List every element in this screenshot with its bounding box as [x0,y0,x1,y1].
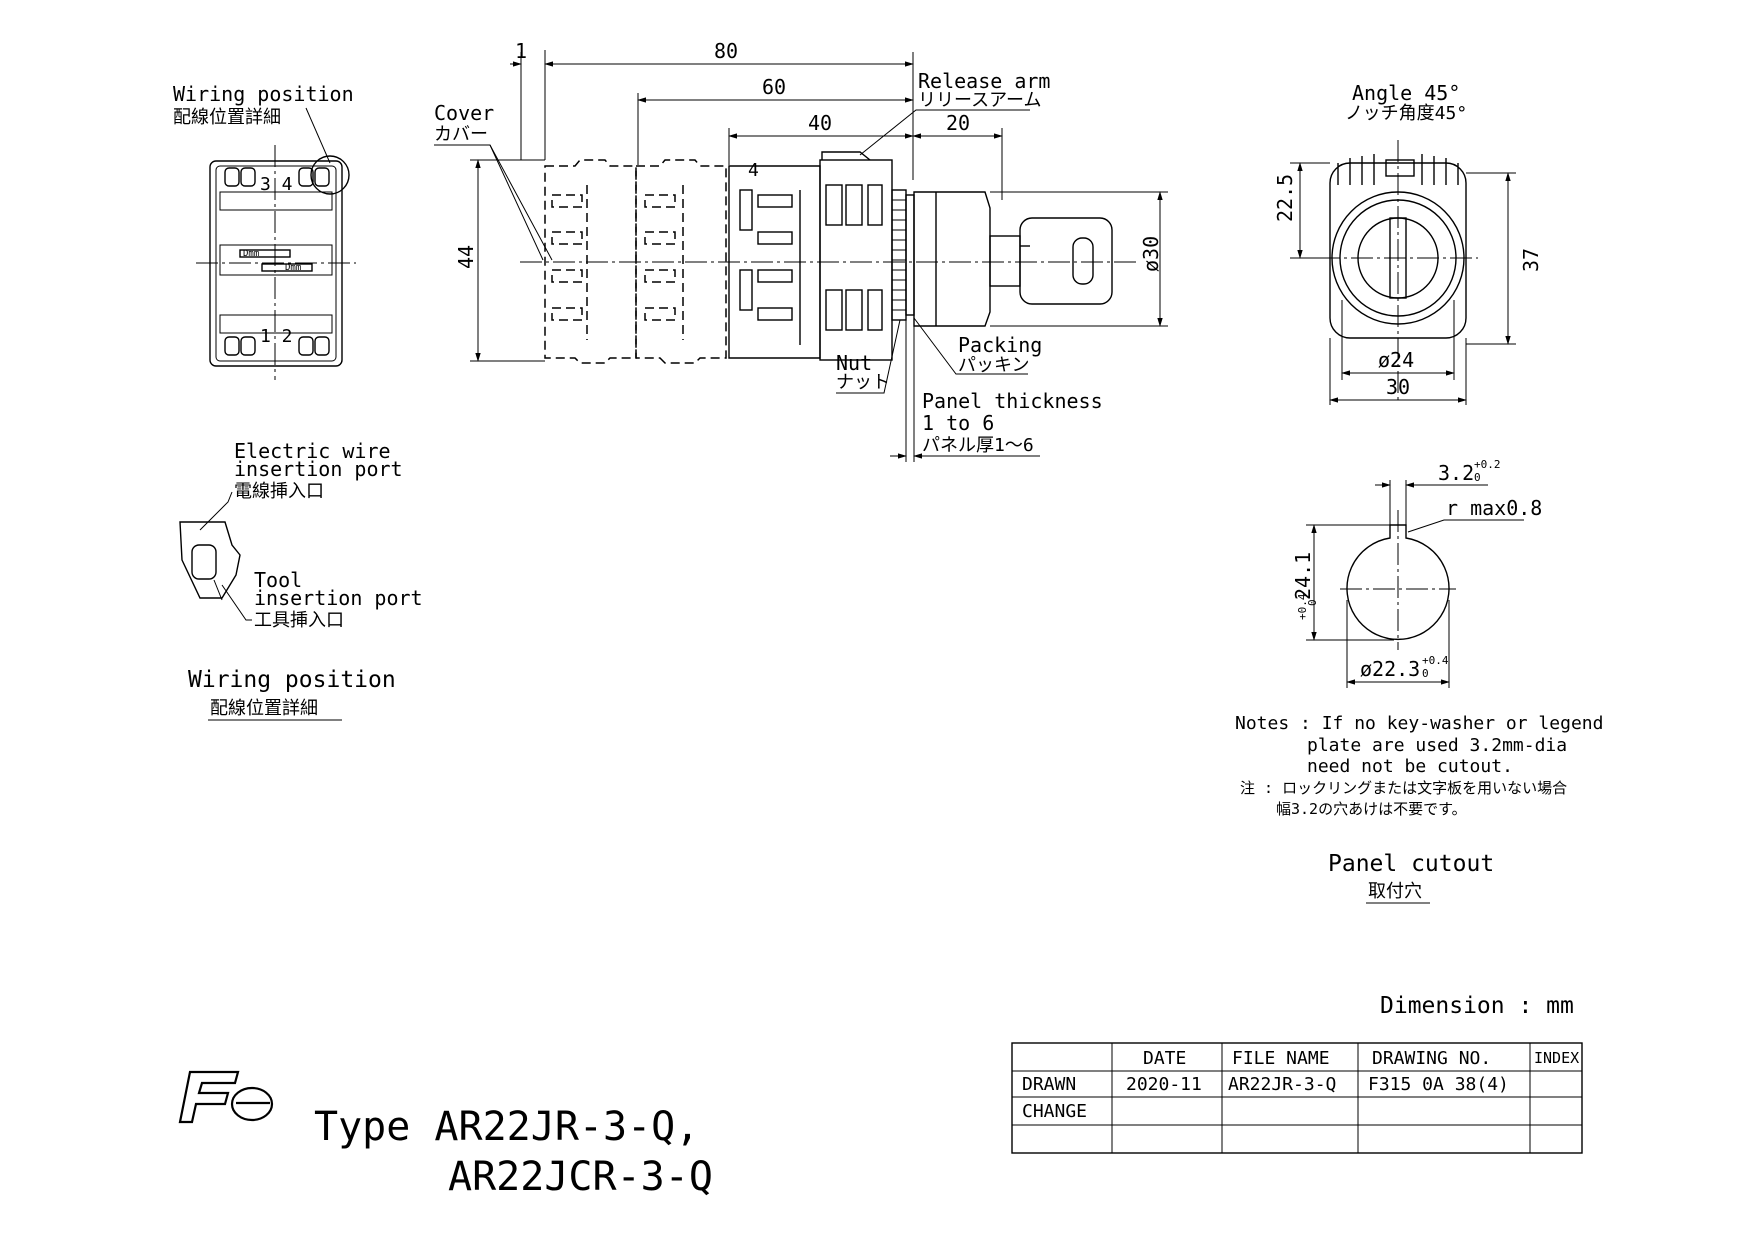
dim-24-dia: ø24 [1378,348,1414,372]
angle-label: Angle 45° [1352,81,1460,105]
release-arm-label-ja: リリースアーム [918,90,1041,111]
cutout-dim-3-2-tol-up: +0.2 [1474,458,1501,471]
dim-20: 20 [946,111,970,135]
wiring-caption: Wiring position [188,667,396,693]
dim-60: 60 [762,75,786,99]
wire-port-line2: insertion port [234,457,403,481]
cutout-dim-24-1: 24.1 [1291,552,1315,600]
terminal-label-top: 3 4 [260,174,293,195]
nut-label-ja: ナット [836,372,890,393]
cutout-dim-22-3-tol-up: +0.4 [1422,654,1449,667]
note-line-1: Notes : If no key-washer or legend [1235,713,1603,734]
tool-port-line1: Tool [254,568,302,592]
dimension-unit: Dimension : mm [1380,993,1574,1019]
panel-thickness-line2: 1 to 6 [922,411,994,435]
note-line-2: plate are used 3.2mm-dia [1307,735,1567,756]
tb-row-drawn: DRAWN [1022,1074,1076,1095]
wire-port-ja: 電線挿入口 [234,481,324,502]
cutout-dim-24-1-tol-dn: 0 [1306,599,1319,606]
type-line-2: AR22JCR-3-Q [448,1154,713,1200]
cutout-dim-3-2-tol-dn: 0 [1474,471,1481,484]
dim-22-5: 22.5 [1273,174,1297,222]
tool-port-ja: 工具挿入口 [254,610,344,631]
tb-row-change: CHANGE [1022,1101,1087,1122]
terminal-label-bottom: 1 2 [260,326,293,347]
tb-header-file-name: FILE NAME [1232,1048,1330,1069]
panel-thickness-line1: Panel thickness [922,389,1103,413]
notes-block: Notes : If no key-washer or legend plate… [1235,713,1603,818]
wiring-caption-ja: 配線位置詳細 [210,698,318,719]
release-arm-label: Release arm [918,69,1050,93]
cutout-caption: Panel cutout [1328,851,1494,877]
dim-30-front: 30 [1386,375,1410,399]
title-block: DATE FILE NAME DRAWING NO. INDEX DRAWN 2… [1011,1042,1583,1154]
cutout-caption-ja: 取付穴 [1368,881,1422,902]
dim-1: 1 [515,39,527,63]
dim-80: 80 [714,39,738,63]
cutout-rmax: r max0.8 [1446,496,1542,520]
type-line-1: Type AR22JR-3-Q, [314,1104,699,1150]
tb-drawn-file: AR22JR-3-Q [1228,1074,1336,1095]
tb-drawn-drawing-no: F315 0A 38(4) [1368,1074,1509,1095]
side-view: 1 80 60 40 20 44 4 [434,39,1168,462]
dim-40: 40 [808,111,832,135]
cutout-dim-3-2: 3.2 [1438,461,1474,485]
panel-thickness-ja: パネル厚1～6 [922,435,1034,456]
tb-header-date: DATE [1143,1048,1186,1069]
wiring-detail-view: Electric wire insertion port 電線挿入口 Tool … [179,439,423,721]
fuji-logo: Fe [160,1070,274,1124]
tb-drawn-date: 2020-11 [1126,1074,1202,1095]
packing-label-ja: パッキン [958,355,1029,376]
dim-44: 44 [454,245,478,269]
cutout-dim-22-3-dia: ø22.3 [1360,657,1420,681]
cover-label-ja: カバー [434,124,488,145]
angle-label-ja: ノッチ角度45° [1345,103,1467,124]
wiring-title: Wiring position [173,82,354,106]
wiring-position-view: Wiring position 配線位置詳細 3 4 Dmm Dmm 1 2 [173,82,356,380]
cutout-dim-22-3-tol-dn: 0 [1422,667,1429,680]
tool-port-line2: insertion port [254,586,423,610]
packing-label: Packing [958,333,1042,357]
nut-label: Nut [836,351,872,375]
tb-header-drawing-no: DRAWING NO. [1372,1048,1491,1069]
front-view: Angle 45° ノッチ角度45° 22.5 37 ø24 [1273,81,1543,405]
cover-label: Cover [434,101,494,125]
note-line-4: 注 : ロックリングまたは文字板を用いない場合 [1240,779,1567,797]
tb-header-index: INDEX [1534,1049,1579,1067]
dim-37: 37 [1519,248,1543,272]
dim-30-dia: ø30 [1139,236,1163,272]
note-line-3: need not be cutout. [1307,756,1513,777]
note-line-5: 幅3.2の穴あけは不要です。 [1276,800,1467,818]
wiring-title-ja: 配線位置詳細 [173,107,281,128]
mech-label-b: Dmm [285,263,301,273]
panel-cutout-view: 3.2 +0.2 0 r max0.8 24.1 +0.4 0 ø22.3 +0… [1291,458,1542,904]
mech-label-a: Dmm [243,249,259,259]
block-number: 4 [748,160,759,181]
logo-text: Fe [160,1119,162,1121]
wire-port-line1: Electric wire [234,439,391,463]
cutout-dim-24-1-tol-up: +0.4 [1296,593,1309,620]
